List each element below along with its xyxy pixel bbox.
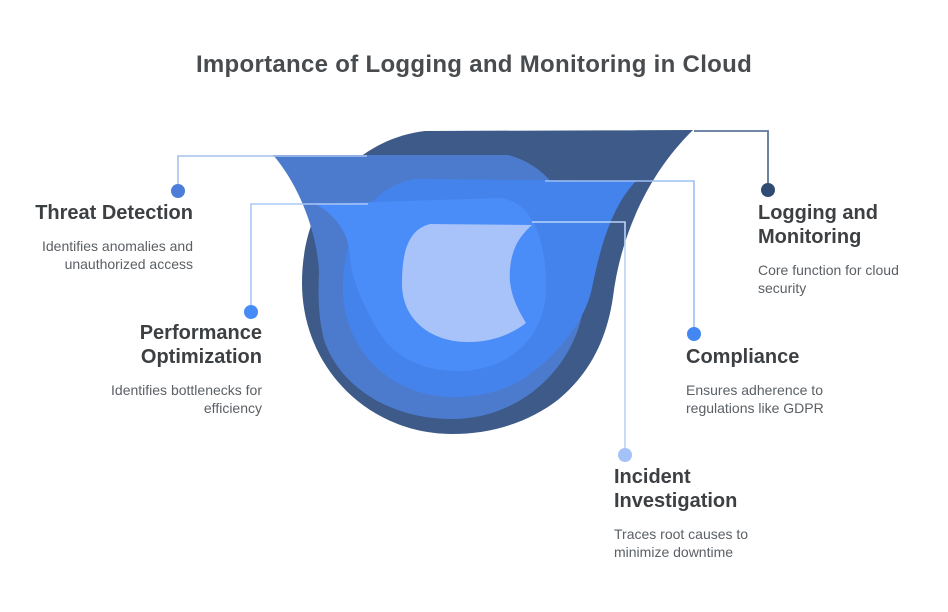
label-heading: Incident Investigation xyxy=(614,465,748,513)
heading-line: Investigation xyxy=(614,490,738,512)
label-block-incident-investigation: Incident Investigation Traces root cause… xyxy=(614,465,748,561)
description-line: security xyxy=(758,280,807,296)
connector-line-logging-and-monitoring xyxy=(694,130,769,183)
description-line: regulations like GDPR xyxy=(686,400,824,416)
heading-line: Monitoring xyxy=(758,226,862,248)
heading-line: Performance xyxy=(139,322,262,344)
label-description: Core function for cloud security xyxy=(758,261,899,297)
description-line: efficiency xyxy=(203,400,262,416)
description-line: Identifies bottlenecks for xyxy=(111,382,262,398)
connector-line-performance-optimization xyxy=(250,203,368,305)
label-description: Traces root causes to minimize downtime xyxy=(614,525,748,561)
label-description: Identifies anomalies and unauthorized ac… xyxy=(35,237,193,273)
connector-line-incident-investigation xyxy=(532,221,626,448)
connector-dot-incident-investigation xyxy=(618,448,632,462)
label-block-performance-optimization: Performance Optimization Identifies bott… xyxy=(111,321,262,417)
description-line: Core function for cloud xyxy=(758,262,899,278)
description-line: Ensures adherence to xyxy=(686,382,823,398)
connector-dot-performance-optimization xyxy=(244,305,258,319)
page-title: Importance of Logging and Monitoring in … xyxy=(195,51,753,78)
connector-line-threat-detection xyxy=(177,155,367,184)
heading-line: Optimization xyxy=(140,346,262,368)
label-block-threat-detection: Threat Detection Identifies anomalies an… xyxy=(35,201,193,273)
description-line: Traces root causes to xyxy=(614,526,749,542)
heading-line: Compliance xyxy=(686,346,800,368)
description-line: unauthorized access xyxy=(64,256,193,272)
heading-line: Threat Detection xyxy=(35,202,193,224)
connector-dot-logging-and-monitoring xyxy=(761,183,775,197)
label-heading: Threat Detection xyxy=(35,201,193,225)
description-line: minimize downtime xyxy=(614,544,734,560)
label-description: Identifies bottlenecks for efficiency xyxy=(111,381,262,417)
connector-line-compliance xyxy=(545,180,695,327)
label-heading: Logging and Monitoring xyxy=(758,201,899,249)
label-description: Ensures adherence to regulations like GD… xyxy=(686,381,824,417)
heading-line: Incident xyxy=(614,466,691,488)
connector-dot-compliance xyxy=(687,327,701,341)
label-heading: Performance Optimization xyxy=(111,321,262,369)
connector-dot-threat-detection xyxy=(171,184,185,198)
heading-line: Logging and xyxy=(758,202,878,224)
description-line: Identifies anomalies and xyxy=(42,238,193,254)
funnel-layer-incident-investigation xyxy=(402,224,532,342)
label-block-logging-and-monitoring: Logging and Monitoring Core function for… xyxy=(758,201,899,297)
label-heading: Compliance xyxy=(686,345,824,369)
label-block-compliance: Compliance Ensures adherence to regulati… xyxy=(686,345,824,417)
